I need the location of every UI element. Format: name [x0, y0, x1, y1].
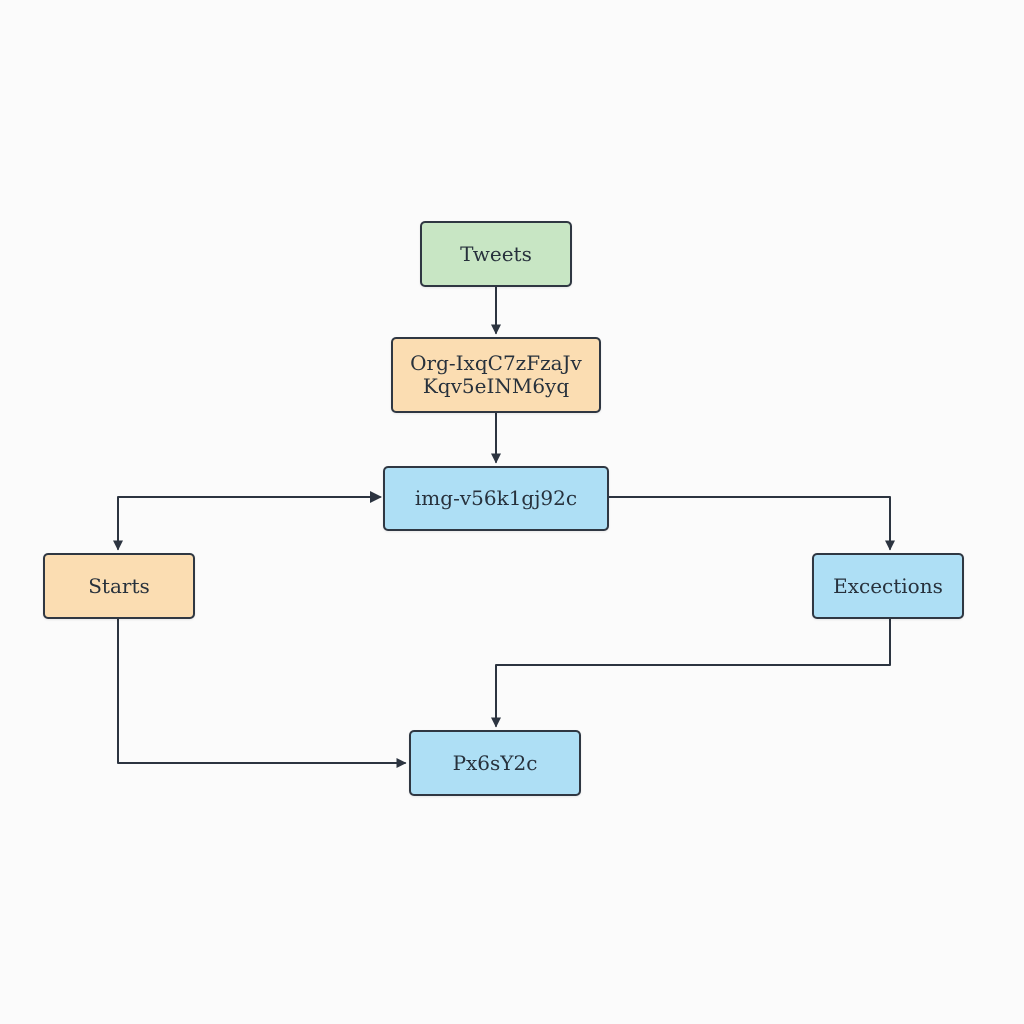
node-exceptions-label: Excections [833, 573, 943, 598]
arrowhead-into-img [370, 491, 382, 503]
node-org-line1: Org-IxqC7zFzaJv [410, 351, 582, 375]
node-tweets: Tweets [420, 221, 572, 287]
edge-img-to-exceptions [608, 496, 895, 551]
node-starts: Starts [43, 553, 195, 619]
node-img-label: img-v56k1gj92c [414, 486, 578, 510]
node-starts-label: Starts [88, 573, 150, 598]
node-exceptions: Excections [812, 553, 964, 619]
edge-starts-to-px [117, 618, 407, 768]
node-img: img-v56k1gj92c [383, 466, 609, 531]
node-tweets-label: Tweets [460, 241, 532, 266]
edge-exceptions-to-px [491, 618, 891, 728]
node-px-label: Px6sY2c [452, 750, 538, 775]
node-px: Px6sY2c [409, 730, 581, 796]
node-org: Org-IxqC7zFzaJv Kqv5eINM6yq [391, 337, 601, 413]
node-org-line2: Kqv5eINM6yq [422, 374, 570, 398]
edge-img-to-starts [113, 496, 381, 551]
